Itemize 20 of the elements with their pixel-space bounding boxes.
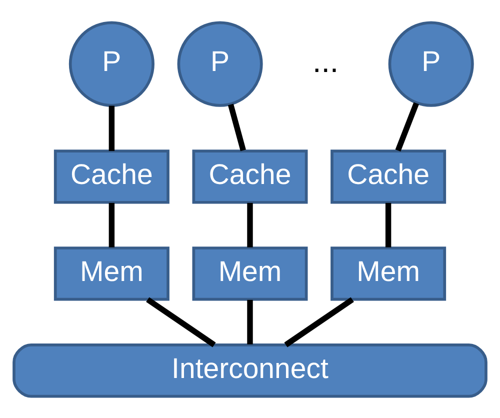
node-box: Mem <box>192 246 308 300</box>
node-circle: P <box>388 20 474 106</box>
node-box: Cache <box>54 149 170 204</box>
connector <box>247 202 253 247</box>
connector <box>228 103 246 151</box>
node-box: Mem <box>330 246 446 300</box>
node-box: Cache <box>330 149 446 204</box>
node-circle: P <box>68 20 154 106</box>
connector <box>385 202 392 247</box>
connector <box>395 102 420 152</box>
node-box: Cache <box>192 149 308 204</box>
connector <box>247 299 253 344</box>
node-box: Mem <box>54 246 170 300</box>
connector <box>284 296 354 347</box>
node-circle: P <box>177 20 263 106</box>
node-box: Interconnect <box>12 343 488 398</box>
connector <box>108 202 115 247</box>
connector <box>108 105 115 150</box>
connector <box>146 296 216 347</box>
label: ... <box>312 44 339 79</box>
